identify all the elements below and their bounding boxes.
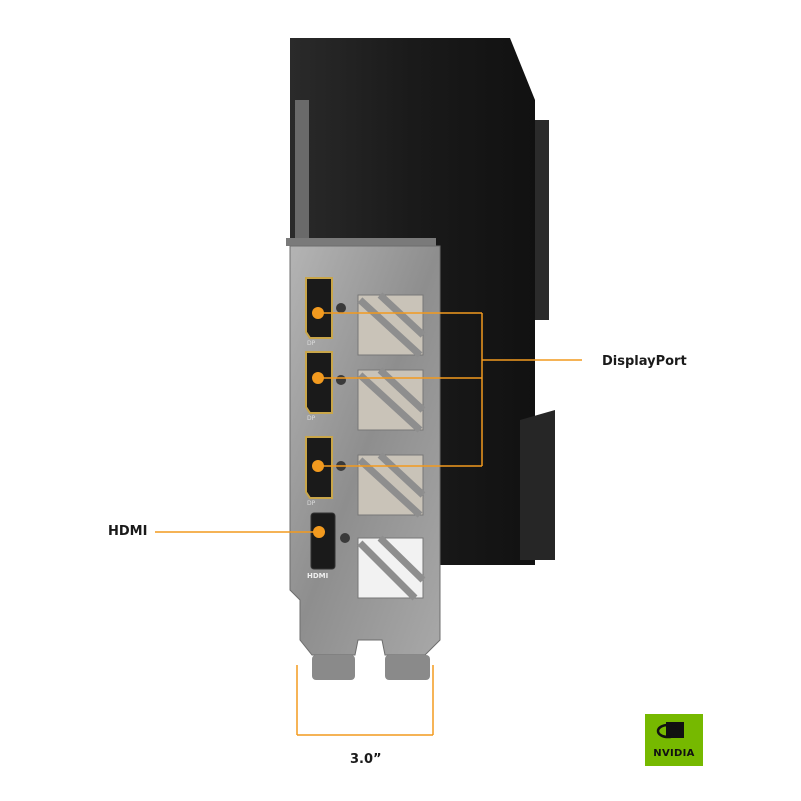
card-wedge	[520, 410, 555, 560]
pcb-edge	[295, 100, 309, 240]
bracket-tab-left	[312, 655, 355, 680]
width-dimension	[296, 665, 434, 736]
hdmi-label: HDMI	[108, 524, 148, 539]
card-side-ridge	[535, 120, 549, 320]
dp-mark-1: DP	[307, 340, 316, 347]
hdmi-port	[310, 512, 336, 570]
dp-mark-2: DP	[307, 415, 316, 422]
displayport-label: DisplayPort	[602, 354, 687, 369]
bracket-width-label: 3.0”	[350, 752, 382, 767]
callout-dots	[312, 307, 325, 538]
nvidia-wordmark: NVIDIA	[653, 748, 695, 759]
hdmi-mark: HDMI	[307, 572, 329, 580]
card-shroud	[290, 38, 535, 565]
bracket-tab-right	[385, 655, 430, 680]
displayport-callout	[318, 312, 582, 467]
nvidia-eye-icon	[656, 722, 684, 739]
dp-mark-3: DP	[307, 500, 316, 507]
